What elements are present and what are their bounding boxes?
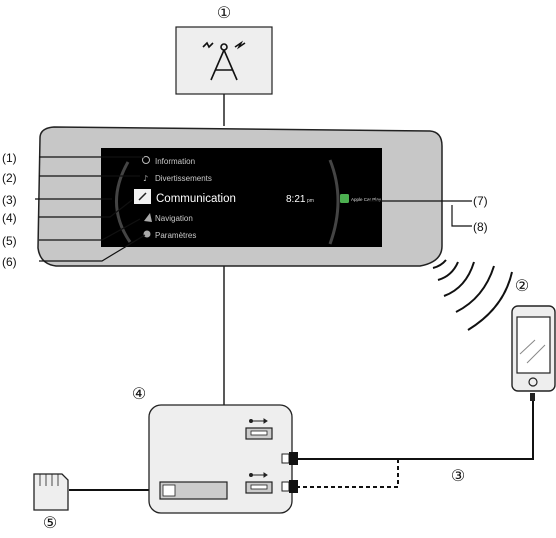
callout-4: ④: [132, 386, 146, 403]
info-icon: [142, 156, 150, 164]
wireless-waves: [432, 259, 513, 331]
sd-card-body: [33, 473, 69, 511]
leader-5: [39, 218, 141, 241]
smartphone: [511, 305, 556, 401]
leader-8: [451, 205, 472, 227]
navigation-arrow-icon: [144, 213, 152, 222]
phone-cable: [297, 401, 534, 460]
sd-card: [33, 473, 69, 511]
leader-6: [39, 234, 146, 262]
marker-3: (3): [2, 193, 17, 207]
center-display: ♪ Information Divertissements Communicat…: [37, 126, 443, 267]
menu-navigation[interactable]: Navigation: [155, 214, 193, 223]
music-note-icon: ♪: [143, 174, 148, 183]
menu-divertissements[interactable]: Divertissements: [155, 174, 212, 183]
clock-time: 8:21: [286, 194, 306, 205]
marker-6: (6): [2, 255, 17, 269]
marker-7: (7): [473, 194, 488, 208]
callout-3: ③: [451, 468, 465, 485]
usb-plug-1: [281, 453, 290, 464]
sd-card-slot[interactable]: [159, 481, 228, 500]
phone-screen: [516, 316, 551, 374]
left-markers: [35, 156, 146, 262]
callout-2: ②: [515, 278, 529, 295]
phone-cable-alt-dashed: [297, 459, 399, 488]
phone-home-button: [528, 377, 538, 387]
screen-dial-arc-left: [115, 161, 132, 243]
settings-gear-icon: [143, 230, 151, 238]
screen-dial-arc-right: [328, 159, 340, 245]
leader-4: [39, 199, 133, 218]
callout-1: ①: [217, 5, 231, 22]
right-markers: [368, 200, 472, 227]
menu-information[interactable]: Information: [155, 157, 195, 166]
antenna-icon: [202, 40, 246, 81]
phone-connector: [530, 393, 535, 401]
callout-5: ⑤: [43, 515, 57, 532]
usb-icon: [249, 418, 268, 424]
marker-2: (2): [2, 171, 17, 185]
antenna-box: [175, 26, 273, 95]
marker-4: (4): [2, 211, 17, 225]
usb-icon: [249, 472, 268, 478]
marker-8: (8): [473, 220, 488, 234]
clock-ampm: pm: [307, 198, 314, 204]
usb-hub: [148, 404, 298, 514]
menu-parametres[interactable]: Paramètres: [155, 231, 196, 240]
carplay-label[interactable]: Apple Car Play: [351, 197, 382, 202]
marker-1: (1): [2, 151, 17, 165]
menu-communication[interactable]: Communication: [156, 193, 236, 205]
usb-plug-2: [281, 481, 290, 492]
antenna-unit: ①: [175, 5, 273, 95]
carplay-icon[interactable]: [340, 194, 349, 203]
marker-5: (5): [2, 234, 17, 248]
